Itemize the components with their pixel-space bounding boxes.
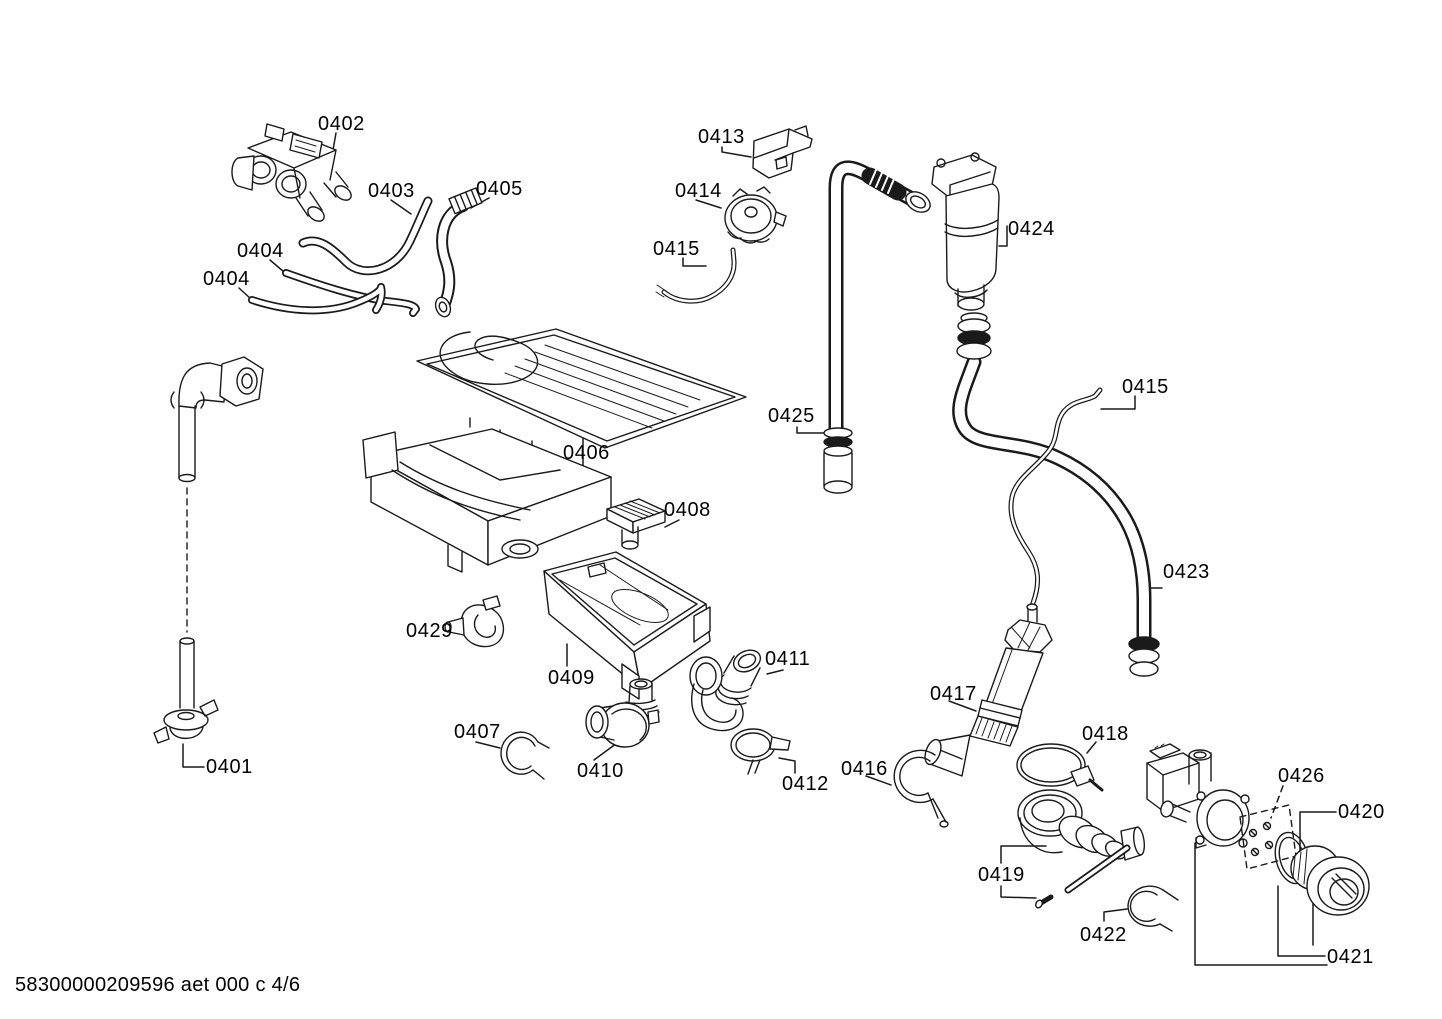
part-label-0409: 0409 (548, 667, 595, 689)
part-label-0404: 0404 (237, 240, 284, 262)
part-0418-band-clamp (1016, 743, 1104, 792)
part-0412-clamp (730, 728, 791, 775)
part-label-0403: 0403 (368, 180, 415, 202)
part-drain-pump (1146, 743, 1250, 849)
part-0414-flow-element (724, 186, 787, 244)
part-label-0405: 0405 (476, 178, 523, 200)
part-0406-top-cover (416, 328, 747, 450)
part-0404-hoses (248, 269, 420, 317)
part-label-0416: 0416 (841, 758, 888, 780)
part-label-0429: 0429 (406, 620, 453, 642)
part-0406-lower-housing (362, 428, 612, 573)
part-0419-sump-bellows (1017, 789, 1146, 909)
part-label-0413: 0413 (698, 126, 745, 148)
part-label-0410: 0410 (577, 760, 624, 782)
part-0416-clamp (893, 749, 949, 828)
part-0421-filter-plug (1290, 845, 1370, 916)
part-label-0414: 0414 (675, 180, 722, 202)
part-label-0424: 0424 (1008, 218, 1055, 240)
part-label-0418: 0418 (1082, 723, 1129, 745)
part-0410-elbow (585, 678, 660, 748)
part-0425-hose (823, 160, 931, 494)
document-id: 58300000209596 aet 000 c 4/6 (15, 974, 301, 996)
part-label-0415: 0415 (1122, 376, 1169, 398)
part-label-0401: 0401 (206, 756, 253, 778)
part-0422-clamp (1127, 885, 1179, 932)
part-label-0426: 0426 (1278, 765, 1325, 787)
part-0415-hose-left (655, 247, 737, 304)
part-label-0422: 0422 (1080, 924, 1127, 946)
part-0411-connection-hose (689, 649, 762, 732)
part-label-0423: 0423 (1163, 561, 1210, 583)
part-label-0415: 0415 (653, 238, 700, 260)
part-0413-bracket (752, 125, 813, 179)
part-0403-hose (298, 196, 433, 276)
part-label-0425: 0425 (768, 405, 815, 427)
part-label-0406: 0406 (563, 442, 610, 464)
part-0429-nozzle (444, 595, 505, 648)
part-0407-clamp (500, 731, 550, 780)
part-label-0420: 0420 (1338, 801, 1385, 823)
part-0415-hose-right (1008, 387, 1103, 606)
part-label-0421: 0421 (1327, 946, 1374, 968)
part-label-0404: 0404 (203, 268, 250, 290)
part-0417-pressure-chamber (924, 603, 1053, 777)
part-0408-siphon (606, 498, 666, 550)
part-0402-inlet-valve (231, 123, 352, 222)
part-label-0402: 0402 (318, 113, 365, 135)
part-label-0411: 0411 (765, 648, 811, 670)
leader-lines (182, 132, 1337, 966)
part-0409-drawer (543, 551, 711, 700)
part-label-0407: 0407 (454, 721, 501, 743)
part-label-0417: 0417 (930, 683, 977, 705)
part-label-0408: 0408 (664, 499, 711, 521)
part-label-0412: 0412 (782, 773, 829, 795)
part-0401-standpipe (153, 356, 264, 744)
part-0423-hose (952, 312, 1160, 677)
part-0424-container (931, 152, 1000, 311)
part-0405-hose (434, 187, 483, 318)
part-label-0419: 0419 (978, 864, 1025, 886)
